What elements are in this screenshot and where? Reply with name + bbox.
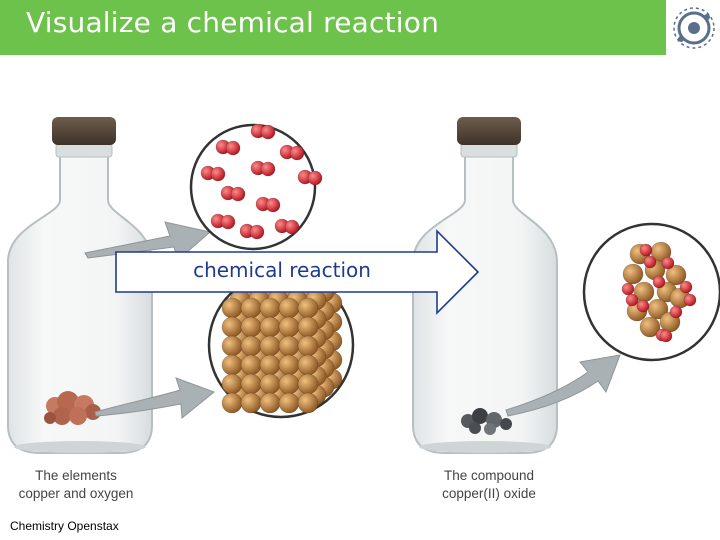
reaction-illustration bbox=[7, 117, 720, 454]
copper-atom bbox=[240, 392, 262, 414]
left-caption-line2: copper and oxygen bbox=[18, 486, 134, 501]
oxygen-atom bbox=[669, 305, 683, 319]
copper-atom bbox=[297, 335, 319, 357]
copper-atom bbox=[278, 354, 300, 376]
copper-atom bbox=[221, 335, 243, 357]
right-bottle bbox=[412, 117, 558, 454]
source-credit: Chemistry Openstax bbox=[10, 519, 119, 533]
oxygen-molecules-view bbox=[189, 123, 323, 251]
page-title: Visualize a chemical reaction bbox=[26, 6, 440, 39]
copper-atom bbox=[639, 316, 661, 338]
copper-atom bbox=[665, 264, 687, 286]
copper-atom bbox=[278, 316, 300, 338]
copper-atom bbox=[278, 373, 300, 395]
oxygen-atom bbox=[643, 255, 657, 269]
left-bottle bbox=[7, 117, 153, 454]
oxygen-atom bbox=[683, 293, 697, 307]
copper-atom bbox=[259, 316, 281, 338]
bottle-cork bbox=[52, 117, 116, 145]
copper-chunk bbox=[44, 391, 101, 425]
copper-oxide-powder bbox=[461, 408, 512, 435]
copper-atom bbox=[240, 373, 262, 395]
oxygen-atom bbox=[639, 243, 653, 257]
oxygen-atom bbox=[625, 293, 639, 307]
oxygen-atom bbox=[289, 145, 305, 161]
copper-oxide-view bbox=[582, 222, 720, 362]
oxygen-atom bbox=[265, 197, 281, 213]
copper-atom bbox=[221, 354, 243, 376]
bottle-cork bbox=[457, 117, 521, 145]
copper-atom bbox=[221, 392, 243, 414]
copper-atom bbox=[297, 316, 319, 338]
copper-atom bbox=[297, 297, 319, 319]
copper-atom bbox=[240, 335, 262, 357]
oxygen-atom bbox=[661, 256, 675, 270]
oxygen-atom bbox=[230, 186, 246, 202]
oxygen-atom bbox=[652, 275, 666, 289]
copper-atom bbox=[259, 297, 281, 319]
right-caption-line1: The compound bbox=[443, 468, 535, 483]
oxygen-atom bbox=[679, 280, 693, 294]
oxygen-atom bbox=[210, 166, 226, 182]
oxygen-atom bbox=[260, 161, 276, 177]
copper-atom bbox=[240, 297, 262, 319]
copper-atom bbox=[240, 354, 262, 376]
title-bar: Visualize a chemical reaction bbox=[0, 0, 666, 55]
copper-atom bbox=[278, 392, 300, 414]
copper-atom bbox=[278, 335, 300, 357]
reaction-arrow-label: chemical reaction bbox=[193, 258, 371, 282]
oxygen-atom bbox=[307, 170, 323, 186]
atom-orbit-icon bbox=[673, 7, 715, 49]
copper-atom bbox=[259, 335, 281, 357]
copper-atom bbox=[221, 297, 243, 319]
copper-atom bbox=[240, 316, 262, 338]
copper-atom bbox=[221, 373, 243, 395]
copper-atom bbox=[259, 392, 281, 414]
oxygen-atom bbox=[636, 299, 650, 313]
oxygen-atom bbox=[249, 224, 265, 240]
oxygen-atom bbox=[260, 124, 276, 140]
reaction-arrow bbox=[115, 229, 480, 315]
copper-atom bbox=[259, 373, 281, 395]
left-caption-line1: The elements bbox=[35, 468, 117, 483]
copper-atom bbox=[297, 354, 319, 376]
left-caption: The elements copper and oxygen bbox=[0, 467, 152, 503]
copper-atom bbox=[297, 373, 319, 395]
oxygen-atom bbox=[225, 140, 241, 156]
oxygen-atom bbox=[659, 329, 673, 343]
right-caption-line2: copper(II) oxide bbox=[442, 486, 536, 501]
oxygen-atom bbox=[621, 282, 635, 296]
copper-atom bbox=[221, 316, 243, 338]
pointer-arrows bbox=[84, 221, 621, 419]
copper-atom bbox=[297, 392, 319, 414]
right-caption: The compound copper(II) oxide bbox=[410, 467, 568, 503]
copper-atom bbox=[278, 297, 300, 319]
oxygen-atom bbox=[220, 214, 236, 230]
copper-atom bbox=[622, 263, 644, 285]
copper-atom bbox=[259, 354, 281, 376]
oxygen-atom bbox=[284, 219, 300, 235]
